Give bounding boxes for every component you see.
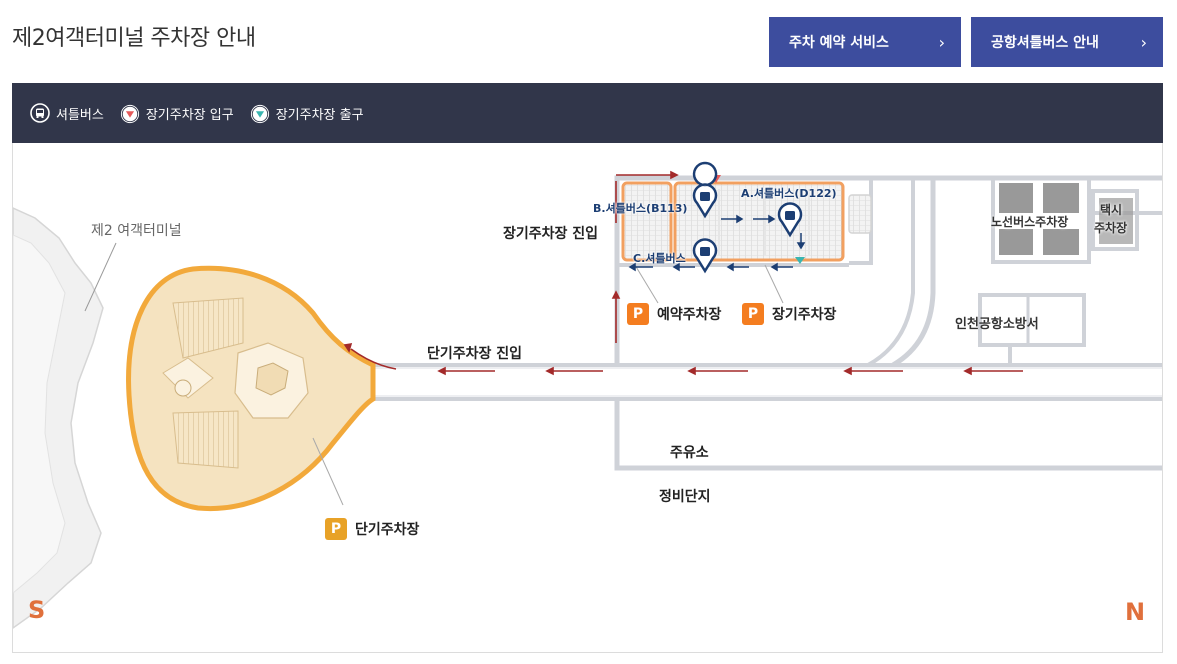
shuttle-c-label: C.셔틀버스	[633, 252, 686, 265]
legend-item-shuttle: 셔틀버스	[30, 103, 104, 123]
shuttle-pin-b[interactable]	[692, 161, 718, 219]
fire-station-label: 인천공항소방서	[955, 317, 1039, 332]
route-bus-lot-label: 노선버스주차장	[991, 215, 1069, 229]
map-legend: 셔틀버스 장기주차장 입구 장기주차장 출구	[12, 83, 1163, 143]
traffic-arrows	[343, 170, 1023, 376]
shuttle-pin-a[interactable]	[777, 202, 803, 238]
page-title: 제2여객터미널 주차장 안내	[12, 26, 256, 51]
reserve-parking-label: 예약주차장	[657, 307, 722, 323]
parking-icon: P	[742, 303, 764, 325]
parking-icon: P	[627, 303, 649, 325]
terminal-building	[13, 207, 117, 629]
reserve-parking-badge[interactable]: P 예약주차장	[627, 303, 721, 325]
route-bus-lot-block	[999, 183, 1033, 213]
long-term-parking-badge[interactable]: P 장기주차장	[742, 303, 836, 325]
legend-item-exit: 장기주차장 출구	[250, 103, 364, 124]
parking-reservation-button[interactable]: 주차 예약 서비스 ›	[769, 17, 961, 67]
shuttle-pin-c[interactable]	[692, 238, 718, 274]
route-bus-lot-block	[1043, 229, 1079, 255]
parking-icon: P	[325, 518, 347, 540]
compass-north: N	[1125, 598, 1146, 626]
road-network	[366, 175, 1162, 471]
taxi-lot-label-1: 택시	[1100, 203, 1123, 217]
legend-item-entrance: 장기주차장 입구	[120, 103, 234, 124]
short-term-parking-badge[interactable]: P 단기주차장	[325, 518, 419, 540]
entrance-triangle-icon	[120, 103, 140, 124]
terminal-label: 제2 여객터미널	[91, 223, 182, 239]
long-term-entry-label: 장기주차장 진입	[503, 226, 599, 242]
chevron-right-icon: ›	[938, 32, 945, 52]
chevron-right-icon: ›	[1140, 32, 1147, 52]
legend-label-entrance: 장기주차장 입구	[145, 107, 234, 123]
map-drawing	[13, 161, 1162, 629]
shuttle-bus-info-button[interactable]: 공항셔틀버스 안내 ›	[971, 17, 1163, 67]
compass-south: S	[28, 596, 46, 624]
short-term-parking-area	[126, 265, 376, 512]
taxi-lot-label-2: 주차장	[1094, 221, 1128, 235]
lot-flow-arrows	[628, 214, 806, 272]
short-term-parking-label: 단기주차장	[355, 522, 420, 538]
short-term-entry-label: 단기주차장 진입	[427, 346, 523, 362]
parking-reservation-label: 주차 예약 서비스	[789, 35, 889, 51]
exit-triangle-icon	[250, 103, 270, 124]
legend-label-exit: 장기주차장 출구	[275, 107, 364, 123]
shuttle-b-label: B.셔틀버스(B113)	[593, 202, 688, 215]
shuttle-a-label: A.셔틀버스(D122)	[741, 187, 837, 200]
taxi-lot-block	[1099, 198, 1133, 244]
route-bus-lot-block	[999, 229, 1033, 255]
shuttle-bus-info-label: 공항셔틀버스 안내	[991, 35, 1099, 51]
route-bus-lot-block	[1043, 183, 1079, 213]
legend-label-shuttle: 셔틀버스	[56, 107, 104, 123]
bus-icon	[30, 103, 50, 123]
long-term-parking-label: 장기주차장	[772, 307, 837, 323]
parking-map: 제2 여객터미널 장기주차장 진입 단기주차장 진입 A.셔틀버스(D122) …	[12, 143, 1163, 653]
gas-station-label: 주유소	[670, 445, 709, 461]
maintenance-label: 정비단지	[659, 489, 711, 505]
